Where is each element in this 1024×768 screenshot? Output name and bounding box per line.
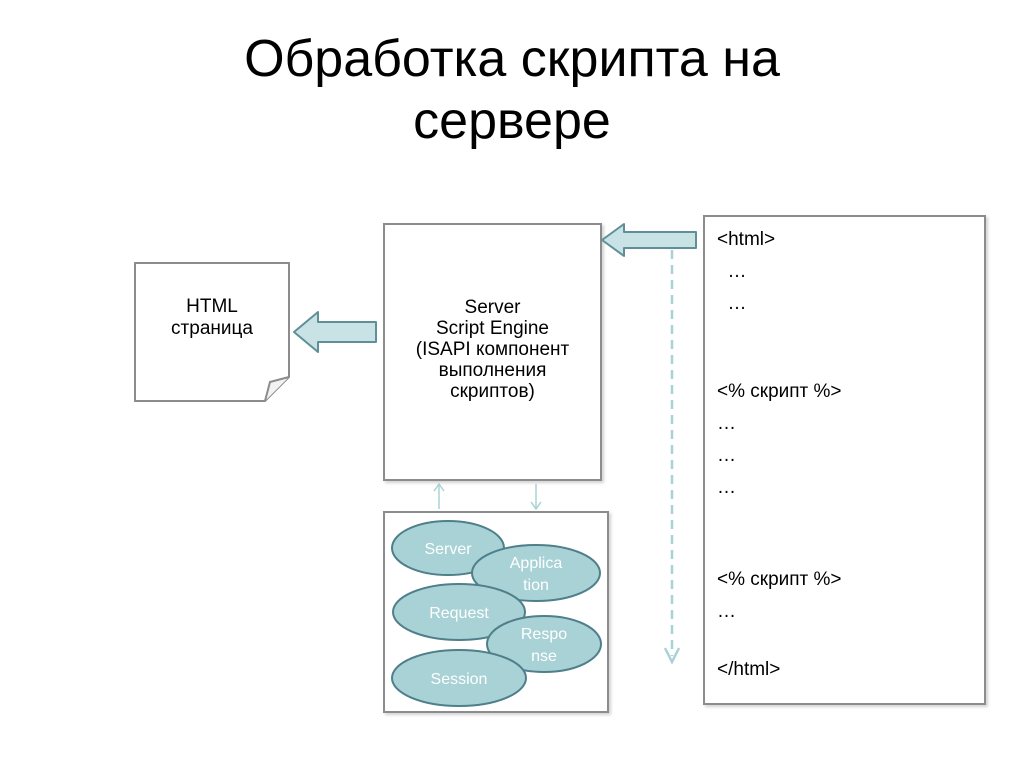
source-line-ellipsis-3: … <box>717 413 736 434</box>
object-server-label: Server <box>424 541 472 558</box>
document-shape <box>134 262 290 402</box>
html-page-document: HTML страница <box>134 262 292 404</box>
object-application-label-2: tion <box>523 577 549 594</box>
html-page-label: HTML страница <box>134 296 290 340</box>
page-title: Обработка скрипта на сервере <box>150 28 874 152</box>
source-line-script-2: <% скрипт %> <box>717 569 842 590</box>
object-response-label-1: Respo <box>521 626 567 643</box>
arrow-engine-to-html-page <box>293 311 377 353</box>
engine-label-line-5: скриптов) <box>450 381 535 402</box>
script-engine-box: Server Script Engine (ISAPI компонент вы… <box>383 223 602 481</box>
title-line-1: Обработка скрипта на <box>244 30 780 88</box>
source-line-ellipsis-5: … <box>717 477 736 498</box>
title-line-2: сервере <box>413 92 611 150</box>
connector-up-arrowhead <box>433 482 445 492</box>
object-request-label: Request <box>429 605 489 622</box>
source-line-ellipsis-4: … <box>717 445 736 466</box>
engine-label-line-4: выполнения <box>438 360 547 381</box>
source-line-html-close: </html> <box>717 659 781 680</box>
object-session-label: Session <box>431 671 488 688</box>
object-request-ellipse <box>392 583 526 641</box>
source-line-ellipsis-6: … <box>717 601 736 622</box>
connector-down-arrowhead <box>530 501 542 511</box>
arrow-source-to-engine <box>601 223 697 257</box>
dashed-flow-arrowhead <box>663 647 681 665</box>
html-page-label-line-1: HTML <box>186 296 238 317</box>
source-code-box: <html> … … <% скрипт %> … … … <% скрипт … <box>703 215 986 705</box>
object-application-ellipse <box>471 544 601 602</box>
engine-label-line-3: (ISAPI компонент <box>415 339 570 360</box>
html-page-label-line-2: страница <box>171 318 253 339</box>
engine-label-line-1: Server <box>464 297 521 318</box>
source-line-ellipsis-1: … <box>717 261 747 282</box>
object-session-ellipse <box>391 649 527 707</box>
object-application-label-1: Applica <box>510 555 563 572</box>
object-response-label-2: nse <box>531 648 557 665</box>
engine-label-line-2: Script Engine <box>435 318 549 339</box>
object-response-ellipse <box>486 615 602 673</box>
source-line-ellipsis-2: … <box>717 293 747 314</box>
source-line-html-open: <html> <box>717 229 776 250</box>
script-engine-label: Server Script Engine (ISAPI компонент вы… <box>385 297 600 402</box>
source-line-script-1: <% скрипт %> <box>717 381 842 402</box>
